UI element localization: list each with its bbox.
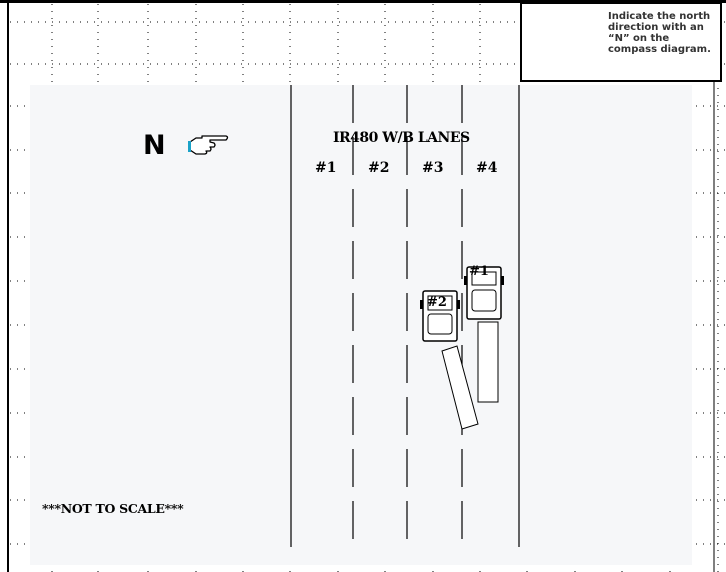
vehicle-2 (420, 290, 479, 430)
vehicle-2-mirror-left (420, 300, 423, 309)
vehicle-2-cab (422, 290, 458, 342)
vehicle-2-label: #2 (427, 295, 447, 310)
vehicle-1 (464, 266, 504, 403)
vehicle-2-roof (427, 313, 453, 335)
left-border (7, 0, 9, 572)
vehicle-1-trailer (477, 321, 499, 403)
road-title: IR480 W/B LANES (333, 130, 470, 146)
vehicle-1-mirror-left (464, 276, 467, 285)
vehicle-2-windshield (427, 295, 453, 311)
lane-label-1: #1 (315, 160, 337, 176)
vehicle-2-mirror-right (457, 300, 460, 309)
north-label: N (143, 130, 166, 161)
instruction-text: Indicate the north direction with an “N”… (608, 11, 711, 55)
vehicle-1-mirror-right (501, 276, 504, 285)
vehicle-1-cab (466, 266, 502, 320)
top-border (0, 0, 726, 3)
lane-label-3: #3 (422, 160, 444, 176)
instruction-box (520, 2, 722, 82)
vehicle-1-roof (471, 289, 497, 312)
vehicle-1-label: #1 (469, 264, 489, 279)
lane-label-4: #4 (476, 160, 498, 176)
lane-label-2: #2 (368, 160, 390, 176)
pointing-hand-icon (188, 135, 229, 155)
drawing-panel (30, 85, 692, 565)
not-to-scale-note: ***NOT TO SCALE*** (42, 501, 184, 516)
vehicle-2-trailer (441, 345, 479, 430)
vehicle-1-windshield (471, 271, 497, 286)
